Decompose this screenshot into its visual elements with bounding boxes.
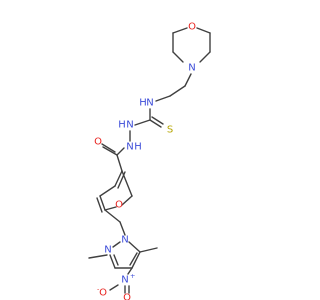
bond: [116, 147, 125, 156]
bond: [112, 241, 121, 248]
atom-thione-s: S: [167, 125, 173, 136]
bond: [121, 170, 133, 197]
bond: [114, 170, 123, 187]
atom-nitro-o1: O: [99, 288, 107, 299]
bond: [155, 95, 171, 102]
bond: [88, 254, 108, 259]
atom-hydrazine-h2: H: [134, 142, 142, 153]
bond: [139, 247, 158, 253]
bond: [134, 119, 151, 126]
bond: [128, 241, 141, 253]
bond: [99, 185, 116, 197]
bond: [104, 206, 117, 211]
atom-thiourea-h: H: [139, 98, 147, 109]
bond: [172, 51, 184, 63]
bond: [99, 195, 106, 211]
bond: [119, 221, 126, 236]
bond: [121, 195, 133, 206]
atom-nitro-n: N: [121, 275, 128, 286]
bond: [199, 51, 211, 63]
atom-hydrazine-n2: N: [126, 142, 133, 153]
bond: [196, 27, 211, 34]
bond: [131, 251, 141, 269]
atom-morpholine-o: O: [188, 22, 196, 33]
atom-labels: O N N H S N H N H O O N N N + O - O: [94, 22, 196, 300]
bond: [113, 254, 119, 266]
bond: [129, 252, 138, 266]
bonds: [88, 27, 211, 294]
atom-carbonyl-o: O: [94, 137, 102, 148]
bond: [102, 146, 118, 156]
atom-hydrazine-n1: N: [126, 120, 133, 131]
bond: [184, 73, 192, 87]
bond: [109, 284, 119, 291]
bond: [109, 254, 116, 269]
bond: [127, 267, 133, 275]
atom-nitro-n-charge: +: [130, 272, 135, 280]
bond: [101, 143, 116, 153]
bond: [169, 85, 186, 97]
atom-nitro-o2: O: [123, 293, 131, 300]
bond: [149, 119, 162, 128]
atom-nitro-o1-charge: -: [97, 285, 100, 293]
atom-pyrazole-n1: N: [121, 235, 128, 246]
bond: [104, 209, 121, 223]
atom-pyrazole-n2: N: [104, 245, 111, 256]
molecule-structure-diagram: O N N H S N H N H O O N N N + O - O: [88, 22, 211, 300]
atom-furan-o: O: [115, 200, 123, 211]
bond: [96, 197, 103, 213]
bond: [116, 154, 123, 172]
bond: [172, 27, 188, 34]
atom-morpholine-n: N: [188, 63, 195, 74]
bond: [151, 116, 164, 125]
atom-thiourea-n: N: [146, 98, 153, 109]
atom-hydrazine-h1: H: [118, 120, 126, 131]
